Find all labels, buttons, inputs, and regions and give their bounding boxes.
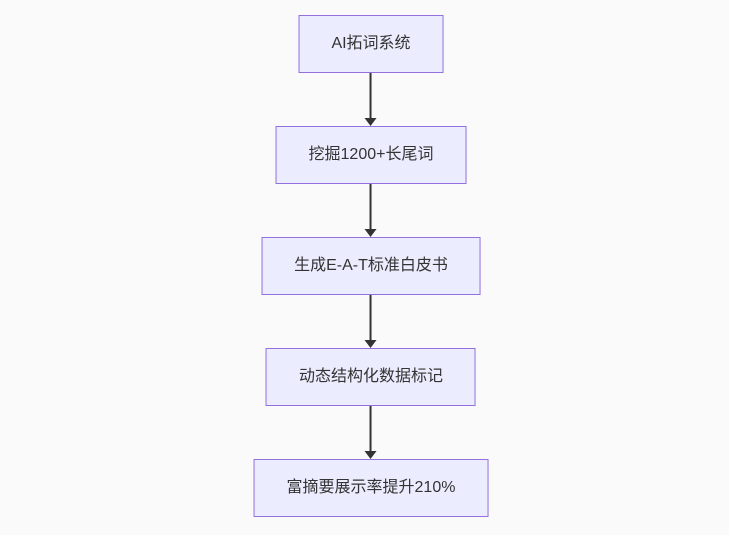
flow-arrow xyxy=(365,73,377,126)
node-label: 动态结构化数据标记 xyxy=(298,368,443,385)
arrowhead-down-icon xyxy=(365,229,377,237)
node-label: 挖掘1200+长尾词 xyxy=(308,146,434,163)
flow-arrow xyxy=(365,184,377,237)
flowchart: AI拓词系统 挖掘1200+长尾词 生成E-A-T标准白皮书 动态结构化数据标记 xyxy=(253,15,489,517)
flow-arrow xyxy=(365,406,377,459)
arrow-line xyxy=(370,73,372,118)
node-label: 富摘要展示率提升210% xyxy=(286,479,456,496)
flowchart-node-dynamic-structured-data-markup: 动态结构化数据标记 xyxy=(265,348,476,406)
arrow-line xyxy=(370,295,372,340)
flow-arrow xyxy=(365,295,377,348)
flowchart-node-ai-word-expansion-system: AI拓词系统 xyxy=(298,15,444,73)
node-label: 生成E-A-T标准白皮书 xyxy=(294,257,448,274)
arrow-line xyxy=(370,184,372,229)
flowchart-node-rich-snippet-rate-increase: 富摘要展示率提升210% xyxy=(253,459,489,517)
arrow-line xyxy=(370,406,372,451)
arrowhead-down-icon xyxy=(365,451,377,459)
arrowhead-down-icon xyxy=(365,340,377,348)
node-label: AI拓词系统 xyxy=(331,35,411,52)
flowchart-node-eat-whitepaper-generation: 生成E-A-T标准白皮书 xyxy=(261,237,481,295)
arrowhead-down-icon xyxy=(365,118,377,126)
flowchart-node-longtail-keyword-mining: 挖掘1200+长尾词 xyxy=(275,126,467,184)
